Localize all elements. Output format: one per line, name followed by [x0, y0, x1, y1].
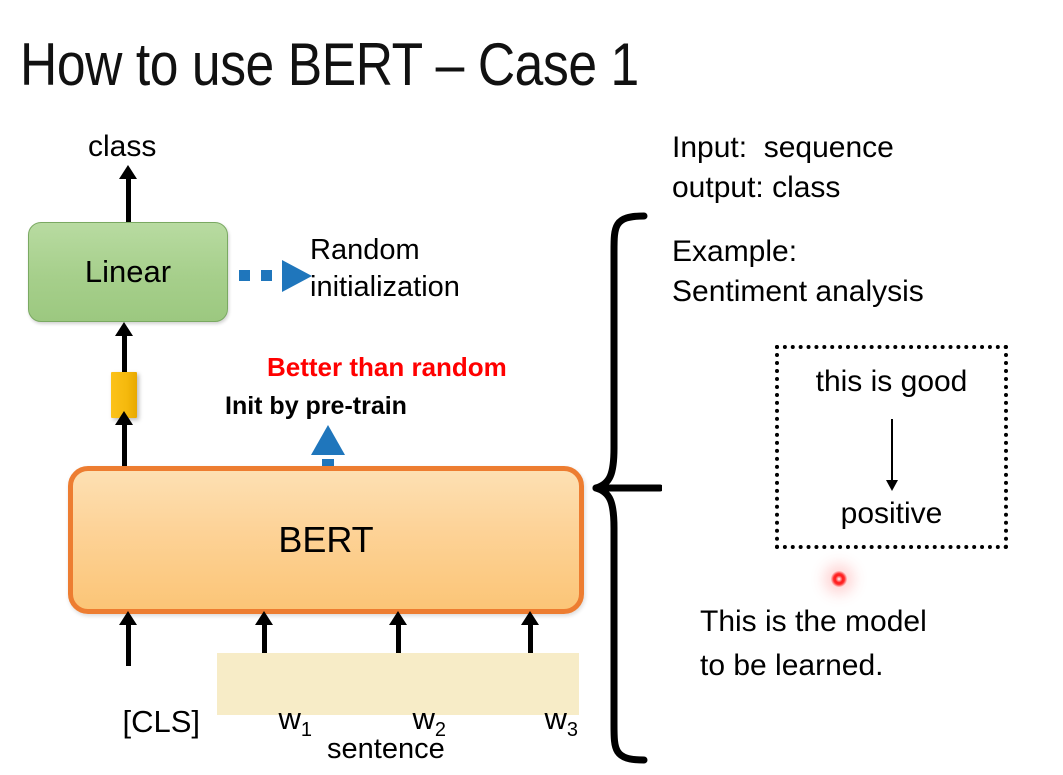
bert-model-box[interactable]: BERT [68, 466, 584, 614]
example-input-text: this is good [815, 365, 968, 398]
random-initialization-label: Random initialization [310, 234, 460, 303]
cls-embedding-vector [111, 372, 137, 418]
word-token-2-text: w [412, 701, 435, 736]
better-than-random-label: Better than random [267, 352, 507, 382]
word-token-2-subscript: 2 [434, 719, 446, 742]
linear-layer-box[interactable]: Linear [28, 222, 228, 322]
bert-model-label: BERT [278, 519, 374, 560]
example-heading-text: Example: Sentiment analysis [672, 235, 924, 308]
example-output-text: positive [840, 497, 943, 530]
model-note-text: This is the model to be learned. [700, 605, 927, 682]
init-by-pretrain-label: Init by pre-train [225, 392, 407, 420]
io-spec-text: Input: sequence output: class [672, 131, 894, 204]
word-token-1-text: w [278, 701, 301, 736]
grouping-brace-icon [592, 212, 662, 764]
random-init-arrow-icon [239, 260, 319, 292]
output-class-label: class [88, 130, 157, 163]
word-token-1: w1 [244, 665, 312, 775]
word-token-3-subscript: 3 [566, 719, 578, 742]
sentence-label: sentence [327, 733, 445, 765]
word-token-1-subscript: 1 [300, 719, 312, 742]
sentence-highlight-band [217, 653, 579, 715]
cls-token-text: [CLS] [122, 704, 200, 739]
page-title: How to use BERT – Case 1 [20, 31, 639, 98]
word-token-2: w2 [378, 665, 446, 775]
example-illustration-box: this is good positive [775, 345, 1008, 549]
linear-layer-label: Linear [84, 254, 172, 289]
laser-pointer-dot-icon [831, 571, 847, 587]
cls-token: [CLS] [88, 668, 200, 775]
word-token-3: w3 [510, 665, 578, 775]
example-flow-arrow-icon [885, 419, 898, 491]
word-token-3-text: w [544, 701, 567, 736]
